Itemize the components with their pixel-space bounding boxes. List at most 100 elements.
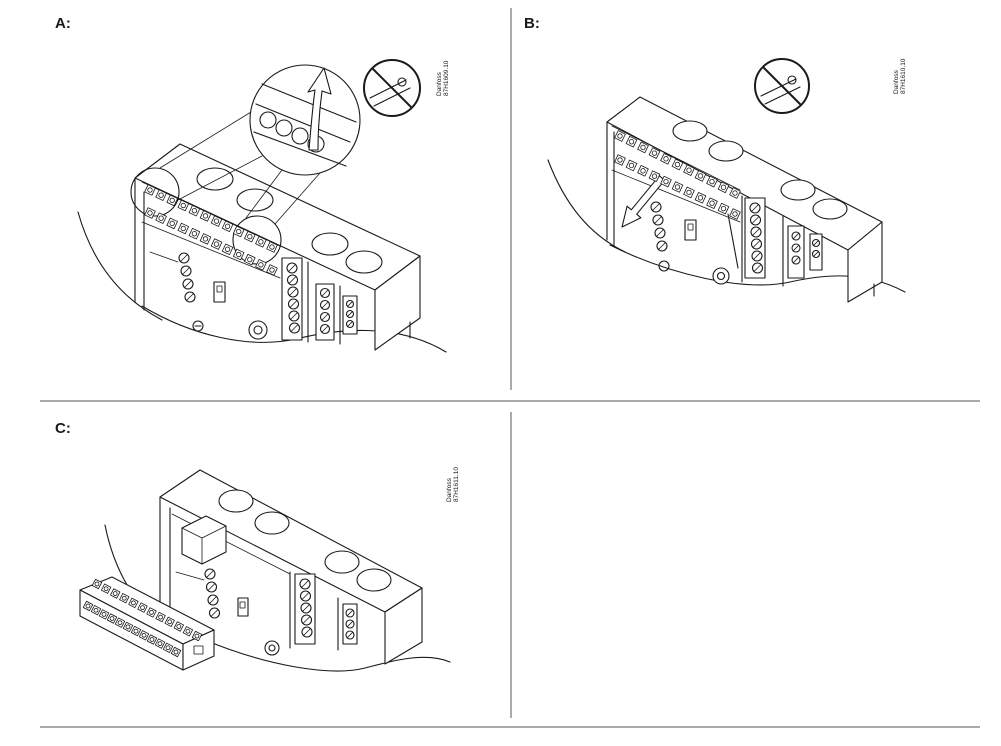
screw-terminal xyxy=(204,568,216,580)
terminal-screw xyxy=(177,199,190,212)
screw-head xyxy=(686,189,692,196)
screw-slot xyxy=(792,232,800,240)
figure-code-number: 87H1610.10 xyxy=(900,58,907,94)
screw-head xyxy=(125,624,131,630)
screw-terminal xyxy=(345,630,355,640)
terminal-screw xyxy=(706,197,718,209)
terminal-housing xyxy=(221,243,234,256)
cable-entry-hole xyxy=(218,489,254,513)
terminal-screw xyxy=(182,626,194,637)
terminal-housing xyxy=(82,600,94,612)
screw-head xyxy=(651,150,658,156)
screw-slot xyxy=(209,596,217,604)
panel-b-label: B: xyxy=(524,15,540,32)
terminal-housing xyxy=(244,230,256,243)
panel-a-label: A: xyxy=(55,15,71,32)
screw-head xyxy=(663,178,669,185)
prohibited-slash xyxy=(763,67,801,105)
screw-slot xyxy=(288,264,296,272)
screw-head xyxy=(158,192,164,198)
terminal-housing xyxy=(138,630,150,641)
screw-head xyxy=(269,267,275,273)
screw-head xyxy=(202,213,209,219)
screw-slot xyxy=(347,321,353,327)
terminal-screw xyxy=(82,600,94,612)
terminal-screw xyxy=(155,611,166,623)
jumper-pin xyxy=(687,223,694,231)
mounting-boss xyxy=(248,320,268,340)
terminal-housing xyxy=(729,187,741,199)
terminal-screw xyxy=(146,607,157,618)
terminal-screw xyxy=(244,230,256,243)
terminal-housing xyxy=(232,225,245,238)
terminal-screw xyxy=(729,208,741,220)
terminal-housing xyxy=(717,181,730,194)
tool-slot-edge xyxy=(764,86,801,105)
screw-slot xyxy=(346,609,354,617)
terminal-screw xyxy=(729,187,741,199)
screw-terminal xyxy=(319,287,331,299)
terminal-screw xyxy=(106,613,118,624)
screw-terminal xyxy=(184,291,196,303)
screw-head xyxy=(94,581,100,587)
cutaway-arc xyxy=(77,211,163,321)
screw-slot xyxy=(753,252,761,260)
screw-slot xyxy=(206,570,214,578)
terminal-screw xyxy=(199,233,212,245)
screw-slot xyxy=(658,242,666,250)
housing-end-face xyxy=(384,587,423,665)
terminal-screw xyxy=(130,625,142,637)
screw-terminal xyxy=(182,278,194,290)
panel-a-drawing: Danfoss 87H1609.10 xyxy=(77,59,450,353)
screw-head xyxy=(663,156,669,162)
screw-head xyxy=(674,184,681,190)
terminal-housing xyxy=(100,583,112,594)
screw-slot xyxy=(321,289,329,297)
screw-terminal xyxy=(750,238,763,250)
relay-block-edge xyxy=(201,525,227,539)
housing-screw xyxy=(658,260,670,272)
cutaway-bottom-edge xyxy=(204,639,451,672)
screw-head xyxy=(247,256,253,263)
terminal-screw xyxy=(164,616,175,627)
screw-head xyxy=(157,641,163,646)
terminal-housing xyxy=(683,186,695,199)
screw-head xyxy=(640,168,646,174)
terminal-housing xyxy=(188,227,201,240)
housing-end-face xyxy=(847,221,883,303)
terminal-screw xyxy=(154,638,166,649)
terminal-screw xyxy=(110,588,121,599)
screw-slot xyxy=(346,620,354,628)
terminal-screw xyxy=(683,186,695,199)
screw-terminal xyxy=(791,255,801,265)
screw-slot xyxy=(302,604,310,612)
screw-terminal xyxy=(288,322,301,334)
terminal-screw xyxy=(210,215,223,227)
terminal-screw xyxy=(177,222,190,235)
terminal-housing xyxy=(98,609,110,620)
screw-head xyxy=(640,144,646,151)
screw-terminal xyxy=(345,319,355,329)
screw-head xyxy=(258,239,264,245)
screw-slot xyxy=(289,288,297,296)
panel-c-label: C: xyxy=(55,420,71,437)
terminal-housing xyxy=(660,175,672,188)
screw-slot xyxy=(302,616,311,624)
detail-callout-circle xyxy=(130,167,180,217)
screw-head xyxy=(628,139,635,145)
screw-terminal xyxy=(180,265,192,277)
terminal-housing xyxy=(625,135,638,148)
screw-slot xyxy=(288,276,297,284)
screw-slot xyxy=(321,313,329,321)
tool-tip xyxy=(787,75,797,85)
terminal-screw xyxy=(98,609,110,620)
screw-head xyxy=(112,591,118,596)
terminal-screw xyxy=(683,164,695,176)
screw-slot xyxy=(656,229,664,237)
screw-head xyxy=(173,649,179,655)
terminal-housing xyxy=(614,154,626,166)
terminal-screw xyxy=(166,194,178,207)
screw-terminal xyxy=(652,214,664,226)
